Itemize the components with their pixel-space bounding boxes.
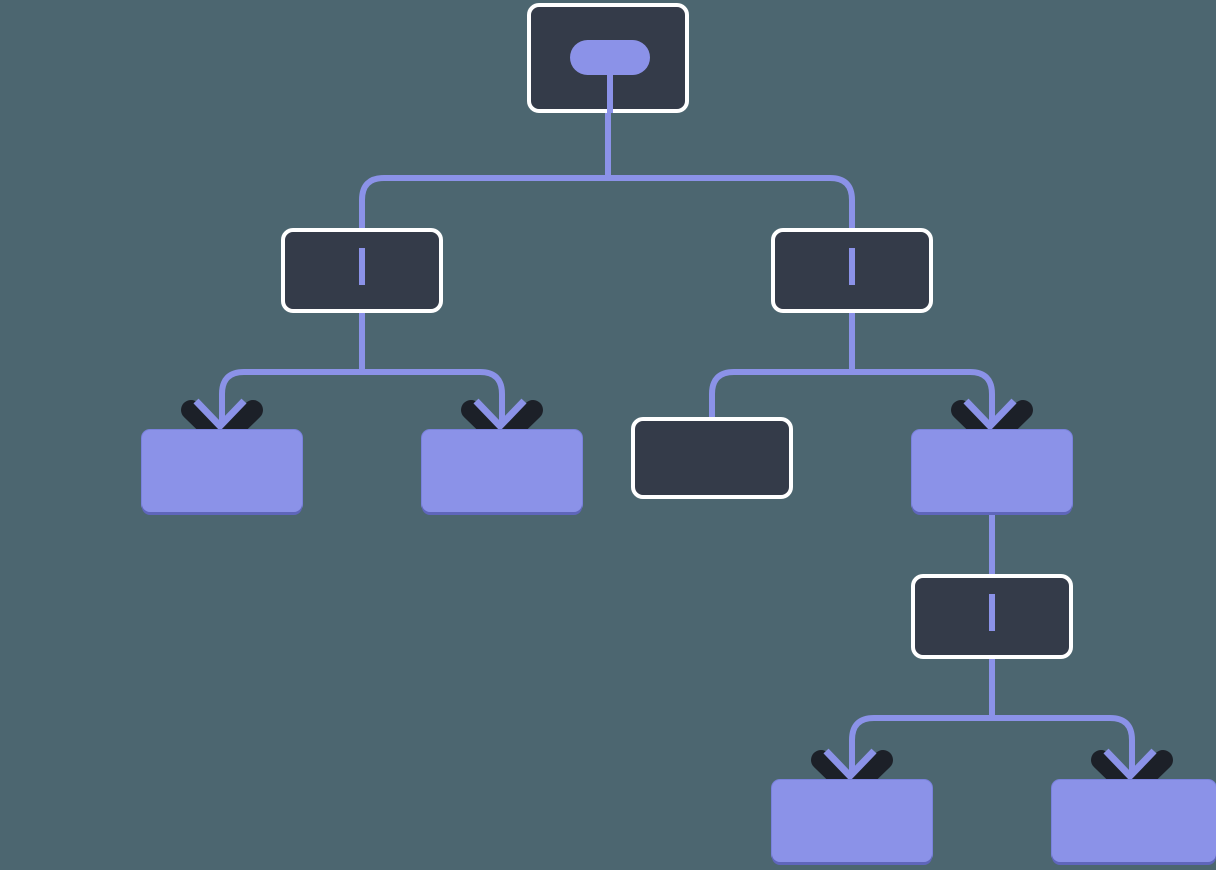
tree-node-l4[interactable] xyxy=(911,574,1073,659)
tree-node-l2-right[interactable] xyxy=(771,228,933,313)
arrowhead-highlight xyxy=(193,398,247,432)
edge-e-l3-b xyxy=(362,369,505,430)
arrowhead-highlight xyxy=(473,398,527,432)
edge-e-l3-d xyxy=(852,369,995,430)
edge-e-l2-left xyxy=(359,175,608,228)
arrowhead-highlight xyxy=(823,748,877,782)
edge-e-l3-a xyxy=(219,369,362,430)
arrowhead-highlight xyxy=(963,398,1017,432)
edge-e-l3-c xyxy=(709,369,852,417)
edge-e-l5-a xyxy=(849,715,992,780)
tree-node-l5-b[interactable] xyxy=(1052,780,1216,862)
tree-node-l2-left[interactable] xyxy=(281,228,443,313)
tree-node-root[interactable] xyxy=(527,3,689,113)
tree-node-l3-d[interactable] xyxy=(912,430,1072,512)
root-node-pill xyxy=(570,40,650,75)
arrowhead-highlight xyxy=(1103,748,1157,782)
tree-node-l5-a[interactable] xyxy=(772,780,932,862)
tree-node-l3-c[interactable] xyxy=(631,417,793,499)
node-inner-connector-bar xyxy=(989,594,995,631)
root-node-stem xyxy=(607,75,613,113)
node-inner-connector-bar xyxy=(849,248,855,285)
edge-e-l2-right xyxy=(608,175,855,228)
tree-node-l3-b[interactable] xyxy=(422,430,582,512)
node-inner-connector-bar xyxy=(359,248,365,285)
edge-e-l5-b xyxy=(992,715,1135,780)
tree-node-l3-a[interactable] xyxy=(142,430,302,512)
